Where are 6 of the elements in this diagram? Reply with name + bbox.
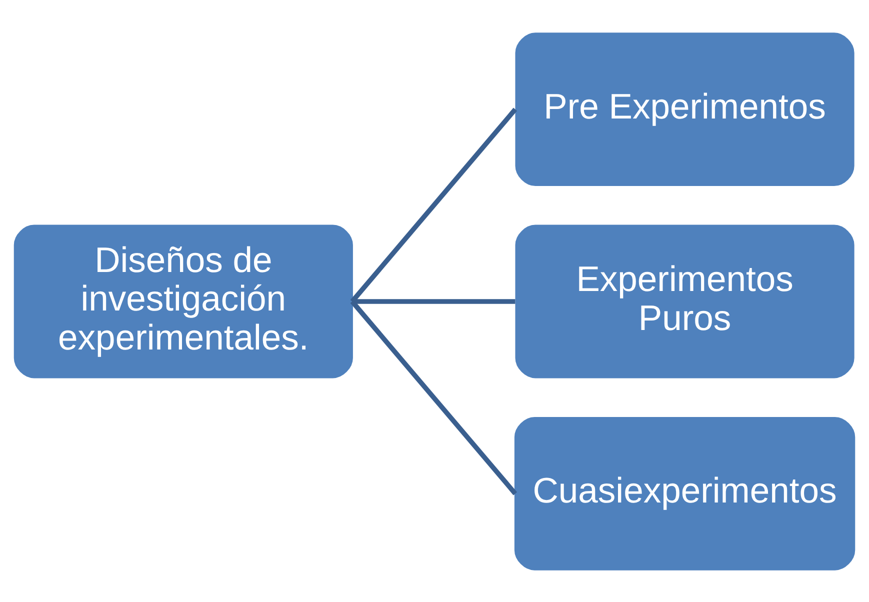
node-box: Cuasiexperimentos xyxy=(514,416,856,570)
node-box: Experimentos Puros xyxy=(515,224,854,378)
connector xyxy=(350,299,518,495)
node-box: Diseños de investigación experimentales. xyxy=(14,224,353,378)
connector xyxy=(350,107,518,303)
node-box: Pre Experimentos xyxy=(515,32,854,186)
